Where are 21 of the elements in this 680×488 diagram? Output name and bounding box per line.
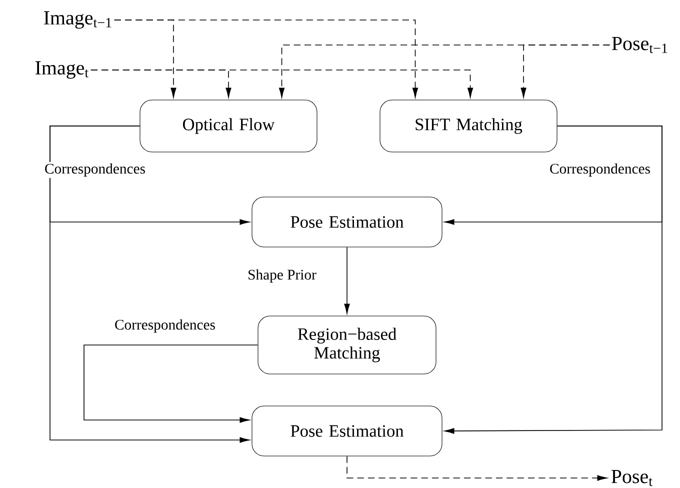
arrow: [90, 70, 474, 98]
process-box: SIFT Matching: [380, 100, 558, 152]
arrow: [50, 126, 250, 443]
input-label: Image$_{t−1}$: [44, 11, 112, 29]
arrow: [346, 456, 608, 481]
input-label: Pose$_{t−1}$: [612, 36, 668, 54]
process-box: Pose Estimation: [252, 406, 442, 456]
process-box: Pose Estimation: [252, 196, 442, 248]
output-label: Pose$_{t}$: [611, 470, 652, 486]
input-label: Image$_{t}$: [35, 61, 89, 79]
arrow: [114, 20, 418, 98]
process-box: Optical Flow: [140, 100, 318, 152]
arrow: [344, 246, 350, 314]
arrow: [444, 126, 662, 434]
arrow: [520, 44, 610, 98]
process-box: Region−based Matching: [258, 316, 436, 374]
arrow: [84, 344, 258, 423]
edge-label: Shape Prior: [246, 268, 318, 284]
edge-label: Correspondences: [113, 318, 217, 334]
edge-label: Correspondences: [43, 162, 147, 178]
edge-label: Correspondences: [548, 162, 652, 178]
